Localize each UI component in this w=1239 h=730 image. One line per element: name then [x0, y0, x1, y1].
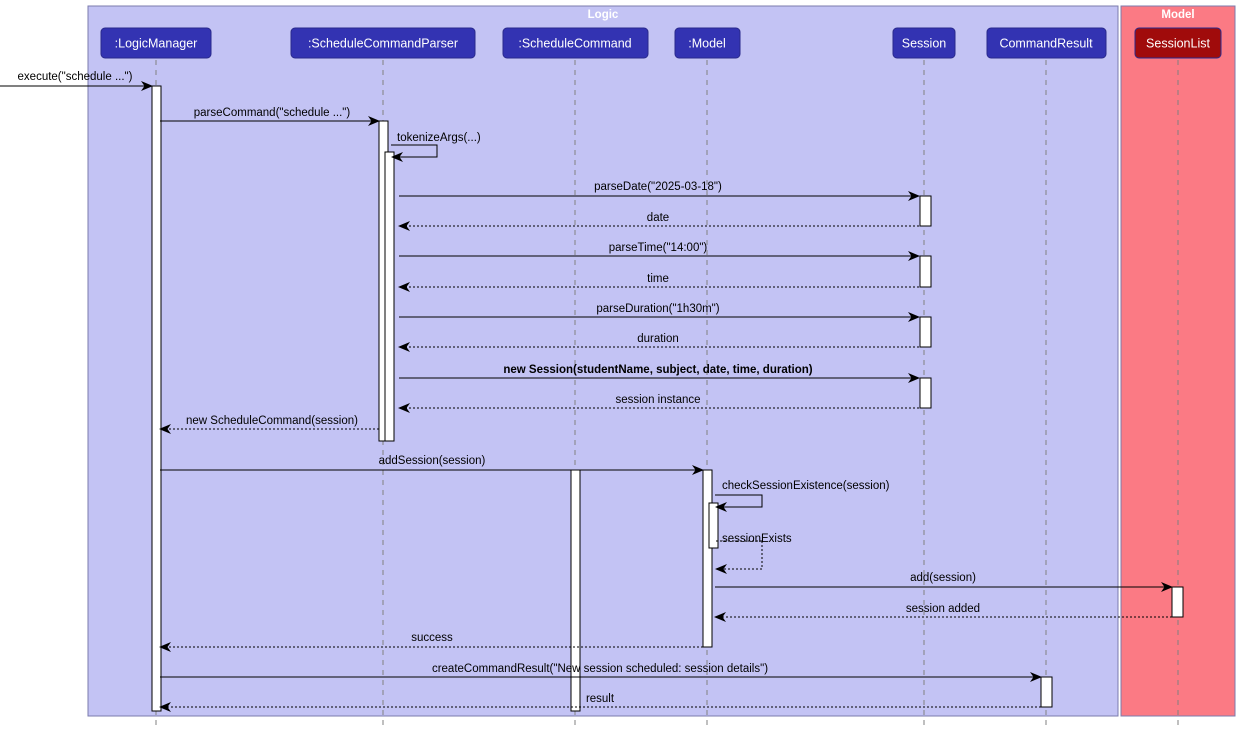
activation-bar-session — [919, 255, 932, 288]
message-arrow-self-return — [715, 557, 763, 574]
message-9: new Session(studentName, subject, date, … — [399, 364, 920, 383]
participant-box-sessionlist[interactable] — [1134, 27, 1222, 59]
message-label: parseCommand("schedule ...") — [194, 107, 351, 119]
participant-session[interactable]: Session — [892, 27, 956, 59]
message-label: duration — [637, 333, 679, 345]
packages-layer: Logic Model — [87, 5, 1236, 717]
activation-bar-session — [919, 316, 932, 348]
message-label: new ScheduleCommand(session) — [186, 415, 358, 427]
participant-label-model: :Model — [688, 36, 726, 50]
message-14: sessionExists — [715, 533, 792, 574]
message-0: execute("schedule ...") — [0, 71, 153, 91]
activation-bar-model — [702, 469, 713, 648]
message-10: session instance — [398, 394, 919, 413]
activation-bar-sessionlist — [1171, 586, 1184, 618]
message-15: add(session) — [715, 572, 1173, 592]
message-18: createCommandResult("New session schedul… — [160, 663, 1042, 682]
message-5: parseTime("14:00") — [399, 242, 920, 261]
message-label: addSession(session) — [379, 455, 486, 467]
message-4: date — [398, 212, 919, 231]
message-label: date — [647, 212, 669, 224]
message-label: tokenizeArgs(...) — [397, 132, 481, 144]
message-16: session added — [714, 603, 1172, 622]
message-13: checkSessionExistence(session) — [715, 480, 890, 512]
message-8: duration — [398, 333, 919, 352]
participant-box-schedulecommand[interactable] — [502, 27, 649, 59]
participant-logicmanager[interactable]: :LogicManager — [100, 27, 212, 59]
participant-box-model[interactable] — [674, 27, 741, 59]
message-12: addSession(session) — [160, 455, 704, 475]
message-label: result — [586, 693, 615, 705]
participant-label-sessionlist: SessionList — [1146, 36, 1210, 50]
message-arrow-self — [715, 494, 763, 512]
messages-layer: execute("schedule ...") parseCommand("sch… — [0, 71, 1173, 712]
participant-box-schedulecommandparser[interactable] — [290, 27, 476, 59]
message-label: parseTime("14:00") — [609, 242, 708, 254]
participant-schedulecommandparser[interactable]: :ScheduleCommandParser — [290, 27, 476, 59]
message-3: parseDate("2025-03-18") — [399, 181, 920, 201]
participant-schedulecommand[interactable]: :ScheduleCommand — [502, 27, 649, 59]
participant-label-schedulecommand: :ScheduleCommand — [518, 36, 631, 50]
activation-bar-session — [919, 195, 932, 227]
participant-label-commandresult: CommandResult — [999, 36, 1093, 50]
message-2: tokenizeArgs(...) — [391, 132, 481, 162]
message-label: new Session(studentName, subject, date, … — [503, 364, 812, 376]
participant-label-session: Session — [902, 36, 947, 50]
message-7: parseDuration("1h30m") — [399, 303, 920, 322]
package-label-model: Model — [1161, 9, 1194, 21]
package-box-logic — [87, 5, 1119, 717]
message-label: execute("schedule ...") — [18, 71, 133, 83]
message-6: time — [398, 273, 919, 292]
message-label: time — [647, 273, 669, 285]
participants-layer: :LogicManager :ScheduleCommandParser :Sche… — [100, 27, 1222, 59]
message-label: add(session) — [910, 572, 976, 584]
participant-box-session[interactable] — [892, 27, 956, 59]
participant-label-logicmanager: :LogicManager — [115, 36, 198, 50]
participant-sessionlist[interactable]: SessionList — [1134, 27, 1222, 59]
activation-bar-model — [708, 502, 719, 549]
message-label: sessionExists — [722, 533, 792, 545]
message-1: parseCommand("schedule ...") — [160, 107, 380, 126]
activation-bar-logicmanager — [151, 85, 162, 712]
participant-box-commandresult[interactable] — [986, 27, 1107, 59]
message-19: result — [159, 693, 1041, 712]
message-label: checkSessionExistence(session) — [722, 480, 890, 492]
activation-bar-session — [919, 377, 932, 409]
participant-commandresult[interactable]: CommandResult — [986, 27, 1107, 59]
activation-bar-commandresult — [1040, 676, 1053, 708]
message-label: session instance — [615, 394, 700, 406]
message-label: parseDuration("1h30m") — [596, 303, 719, 315]
participant-label-schedulecommandparser: :ScheduleCommandParser — [308, 36, 458, 50]
message-11: new ScheduleCommand(session) — [159, 415, 379, 434]
participant-box-logicmanager[interactable] — [100, 27, 212, 59]
message-17: success — [159, 632, 703, 652]
activation-bar-schedulecommandparser — [384, 151, 395, 442]
message-label: parseDate("2025-03-18") — [594, 181, 722, 193]
message-label: session added — [906, 603, 980, 615]
message-arrow-self — [391, 144, 438, 162]
message-label: createCommandResult("New session schedul… — [432, 663, 768, 675]
participant-model[interactable]: :Model — [674, 27, 741, 59]
message-label: success — [411, 632, 453, 644]
package-label-logic: Logic — [588, 9, 619, 21]
